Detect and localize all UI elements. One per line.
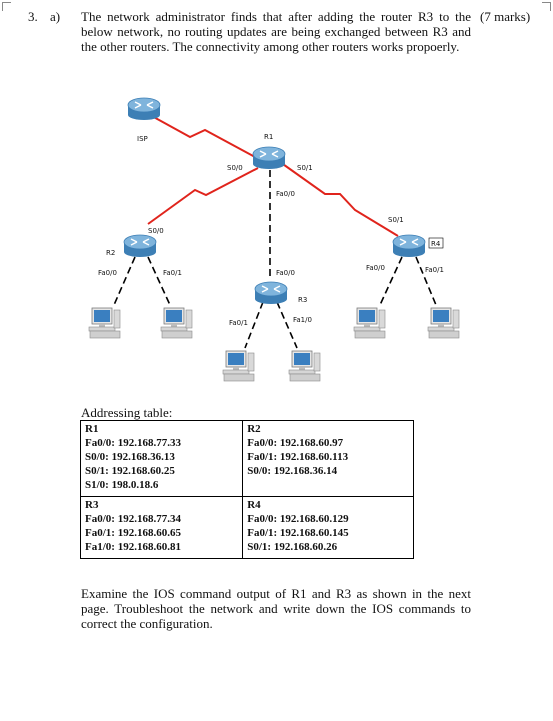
addr-r1-line-3: S0/1: 192.168.60.25 (85, 465, 175, 477)
page-corner-mark-left (2, 2, 11, 11)
question-text: The network administrator finds that aft… (81, 9, 471, 54)
addr-r4-line-1: Fa0/0: 192.168.60.129 (247, 513, 349, 525)
addr-r2-line-2: Fa0/1: 192.168.60.113 (247, 451, 349, 463)
router-label-r4: R4 (431, 240, 441, 248)
router-label-r1: R1 (264, 133, 273, 141)
router-name-r3: R3 (85, 499, 99, 511)
iface-r4-fa00: Fa0/0 (366, 264, 385, 272)
ethernet-link-r2-pc1 (113, 256, 136, 306)
iface-r1-s00: S0/0 (227, 164, 243, 172)
addr-r4-line-2: Fa0/1: 192.168.60.145 (247, 527, 349, 539)
addressing-table: R1 Fa0/0: 192.168.77.33 S0/0: 192.168.36… (79, 420, 414, 559)
serial-link-isp-r1 (149, 114, 256, 158)
serial-link-r1-r4 (279, 161, 399, 237)
router-name-r1: R1 (85, 423, 99, 435)
pc-2-icon[interactable] (160, 307, 193, 339)
iface-r3-fa00: Fa0/0 (276, 269, 295, 277)
question-part: a) (50, 9, 61, 24)
page-corner-mark-right (542, 2, 551, 11)
addressing-table-title: Addressing table: (81, 405, 173, 420)
addr-r3-line-2: Fa0/1: 192.168.60.65 (85, 527, 181, 539)
pc-3-icon[interactable] (222, 350, 255, 382)
question-number: 3. (28, 9, 38, 24)
router-r1-icon[interactable] (252, 146, 286, 170)
pc-5-icon[interactable] (353, 307, 386, 339)
serial-link-r1-r2 (147, 167, 259, 225)
addr-r3-line-3: Fa1/0: 192.168.60.81 (85, 541, 181, 553)
router-isp-icon[interactable] (127, 97, 161, 121)
ethernet-link-r4-pc5 (379, 256, 403, 306)
addr-r2-line-3: S0/0: 192.168.36.14 (247, 465, 338, 477)
router-label-r3: R3 (298, 296, 307, 304)
pc-6-icon[interactable] (427, 307, 460, 339)
ethernet-link-r4-pc6 (415, 256, 437, 306)
router-r3-icon[interactable] (254, 281, 288, 305)
router-r2-icon[interactable] (123, 234, 157, 258)
iface-r1-s01: S0/1 (297, 164, 313, 172)
router-label-r4-box (428, 237, 444, 249)
pc-1-icon[interactable] (88, 307, 121, 339)
addr-r1-line-2: S0/0: 192.168.36.13 (85, 451, 175, 463)
router-name-r2: R2 (247, 423, 261, 435)
iface-r4-fa01: Fa0/1 (425, 266, 444, 274)
iface-r4-s01: S0/1 (388, 216, 404, 224)
iface-r2-s00: S0/0 (148, 227, 164, 235)
question-marks: (7 marks) (480, 9, 531, 24)
ethernet-link-r2-pc2 (147, 256, 171, 306)
iface-r1-fa00: Fa0/0 (276, 190, 295, 198)
addr-r1-line-1: Fa0/0: 192.168.77.33 (85, 437, 181, 449)
addr-r2-line-1: Fa0/0: 192.168.60.97 (247, 437, 344, 449)
addressing-cell-r4: R4 Fa0/0: 192.168.60.129 Fa0/1: 192.168.… (242, 496, 414, 559)
addressing-cell-r2: R2 Fa0/0: 192.168.60.97 Fa0/1: 192.168.6… (242, 420, 414, 497)
iface-r3-fa01: Fa0/1 (229, 319, 248, 327)
addr-r1-line-4: S1/0: 198.0.18.6 (85, 479, 159, 491)
ethernet-link-r3-pc3 (244, 301, 264, 349)
router-name-r4: R4 (247, 499, 261, 511)
iface-r2-fa00: Fa0/0 (98, 269, 117, 277)
addr-r3-line-1: Fa0/0: 192.168.77.34 (85, 513, 181, 525)
pc-4-icon[interactable] (288, 350, 321, 382)
addr-r4-line-3: S0/1: 192.168.60.26 (247, 541, 338, 553)
closing-instructions: Examine the IOS command output of R1 and… (81, 586, 471, 631)
ethernet-link-r3-pc4 (276, 301, 298, 349)
router-label-r2: R2 (106, 249, 115, 257)
router-r4-icon[interactable] (392, 234, 426, 258)
network-diagram: ISP R1 R2 R3 R4 S0/0 S0/1 Fa0/0 S0/0 Fa0… (88, 97, 460, 382)
router-label-isp: ISP (137, 135, 148, 143)
addressing-cell-r3: R3 Fa0/0: 192.168.77.34 Fa0/1: 192.168.6… (79, 496, 244, 559)
iface-r3-fa10: Fa1/0 (293, 316, 312, 324)
iface-r2-fa01: Fa0/1 (163, 269, 182, 277)
addressing-cell-r1: R1 Fa0/0: 192.168.77.33 S0/0: 192.168.36… (79, 420, 244, 497)
